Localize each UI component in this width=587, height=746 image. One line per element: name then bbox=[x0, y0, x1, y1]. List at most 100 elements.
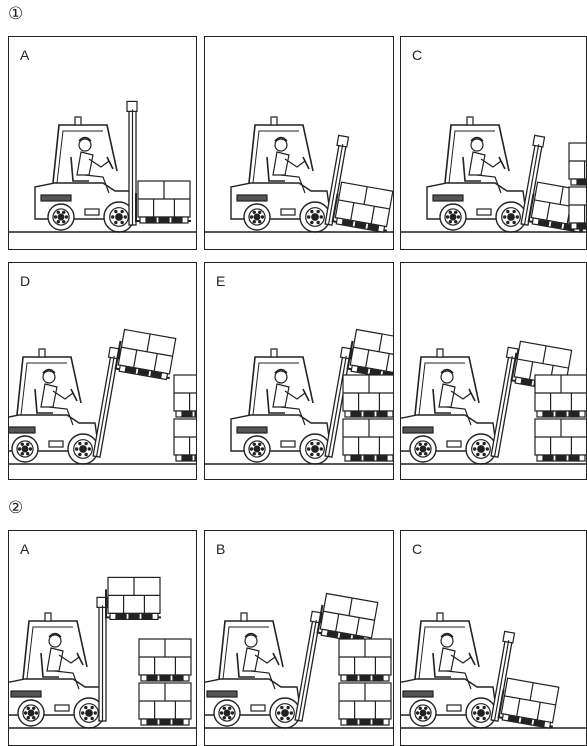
lug bbox=[317, 221, 319, 223]
pallet-block bbox=[182, 412, 192, 416]
lug bbox=[261, 448, 263, 450]
lug bbox=[259, 211, 261, 213]
lug bbox=[76, 448, 78, 450]
lug bbox=[27, 453, 29, 455]
lug bbox=[474, 448, 476, 450]
panel-1E: E bbox=[204, 262, 394, 480]
warning-light bbox=[437, 613, 443, 621]
pallet-block bbox=[173, 676, 183, 680]
lug bbox=[455, 221, 457, 223]
lug bbox=[253, 443, 255, 445]
lug bbox=[290, 712, 292, 714]
lug bbox=[483, 442, 485, 444]
warning-light bbox=[39, 349, 45, 357]
panel-1D: D bbox=[8, 262, 197, 480]
lug bbox=[516, 216, 518, 218]
operator-torso bbox=[439, 384, 455, 407]
pallet-block bbox=[147, 676, 157, 680]
pallet-block bbox=[368, 225, 379, 231]
lug bbox=[229, 717, 231, 719]
wheel-hub bbox=[224, 710, 230, 716]
operator-head bbox=[79, 139, 91, 151]
lug bbox=[483, 453, 485, 455]
lug bbox=[278, 712, 280, 714]
pallet-block bbox=[577, 224, 587, 228]
operator-torso bbox=[469, 152, 485, 175]
pallet-block bbox=[160, 676, 170, 680]
warning-light bbox=[437, 349, 443, 357]
lug bbox=[308, 448, 310, 450]
warning-light bbox=[45, 613, 51, 621]
lug bbox=[27, 443, 29, 445]
pallet-block bbox=[577, 180, 587, 184]
operator-head bbox=[245, 635, 257, 647]
lug bbox=[419, 443, 421, 445]
pallet-block bbox=[182, 456, 192, 460]
operator-torso bbox=[77, 152, 93, 175]
panel-1F: F bbox=[400, 262, 587, 480]
wheel-hub bbox=[420, 710, 426, 716]
mast-assembly bbox=[489, 631, 568, 730]
wheel-hub bbox=[80, 446, 87, 453]
lug bbox=[253, 453, 255, 455]
lug bbox=[477, 442, 479, 444]
lug bbox=[457, 216, 459, 218]
pallet-block bbox=[360, 720, 370, 724]
lug bbox=[94, 712, 96, 714]
operator-torso bbox=[41, 384, 57, 407]
pallet-block bbox=[160, 720, 170, 724]
lug bbox=[449, 211, 451, 213]
lug bbox=[419, 453, 421, 455]
counterweight-grille bbox=[237, 427, 267, 433]
lug bbox=[419, 717, 421, 719]
forklift bbox=[35, 101, 191, 232]
lug bbox=[220, 712, 222, 714]
pallet-block bbox=[569, 456, 579, 460]
lug bbox=[18, 448, 20, 450]
panel-2C: C bbox=[400, 530, 587, 746]
forklift bbox=[9, 328, 177, 467]
steering-wheel bbox=[303, 157, 309, 169]
lug bbox=[79, 442, 81, 444]
lug bbox=[281, 706, 283, 708]
operator-torso bbox=[47, 648, 63, 671]
forklift-illustration bbox=[9, 531, 197, 746]
pallet-block bbox=[116, 614, 126, 618]
warning-light bbox=[271, 349, 277, 357]
lug bbox=[455, 211, 457, 213]
lug bbox=[27, 707, 29, 709]
lug bbox=[416, 712, 418, 714]
operator-head bbox=[441, 635, 453, 647]
wheel-hub bbox=[420, 446, 426, 452]
lug bbox=[261, 216, 263, 218]
lug bbox=[231, 712, 233, 714]
wheel-hub bbox=[254, 446, 260, 452]
steering-wheel bbox=[303, 389, 309, 401]
lug bbox=[425, 453, 427, 455]
lug bbox=[250, 216, 252, 218]
counterweight-grille bbox=[403, 691, 433, 697]
pallet-block bbox=[373, 720, 383, 724]
crate-stack bbox=[174, 375, 197, 461]
panel-1A: A bbox=[8, 36, 197, 250]
wheel-hub bbox=[254, 214, 260, 220]
forklift bbox=[401, 613, 568, 731]
forklift bbox=[9, 577, 161, 728]
forklift-illustration bbox=[205, 37, 394, 250]
lug bbox=[427, 712, 429, 714]
pallet-block bbox=[172, 218, 182, 222]
pallet-block bbox=[129, 614, 139, 618]
lug bbox=[229, 707, 231, 709]
forklift-illustration bbox=[401, 37, 587, 250]
forklift-illustration bbox=[401, 263, 587, 480]
pallet-block bbox=[138, 370, 149, 376]
lug bbox=[85, 717, 87, 719]
lug bbox=[21, 443, 23, 445]
crate-stack bbox=[139, 639, 191, 725]
lug bbox=[91, 706, 93, 708]
pallet-block bbox=[195, 412, 197, 416]
lug bbox=[88, 448, 90, 450]
lug bbox=[85, 453, 87, 455]
wheel-hub bbox=[312, 446, 319, 453]
warning-light bbox=[271, 117, 277, 125]
